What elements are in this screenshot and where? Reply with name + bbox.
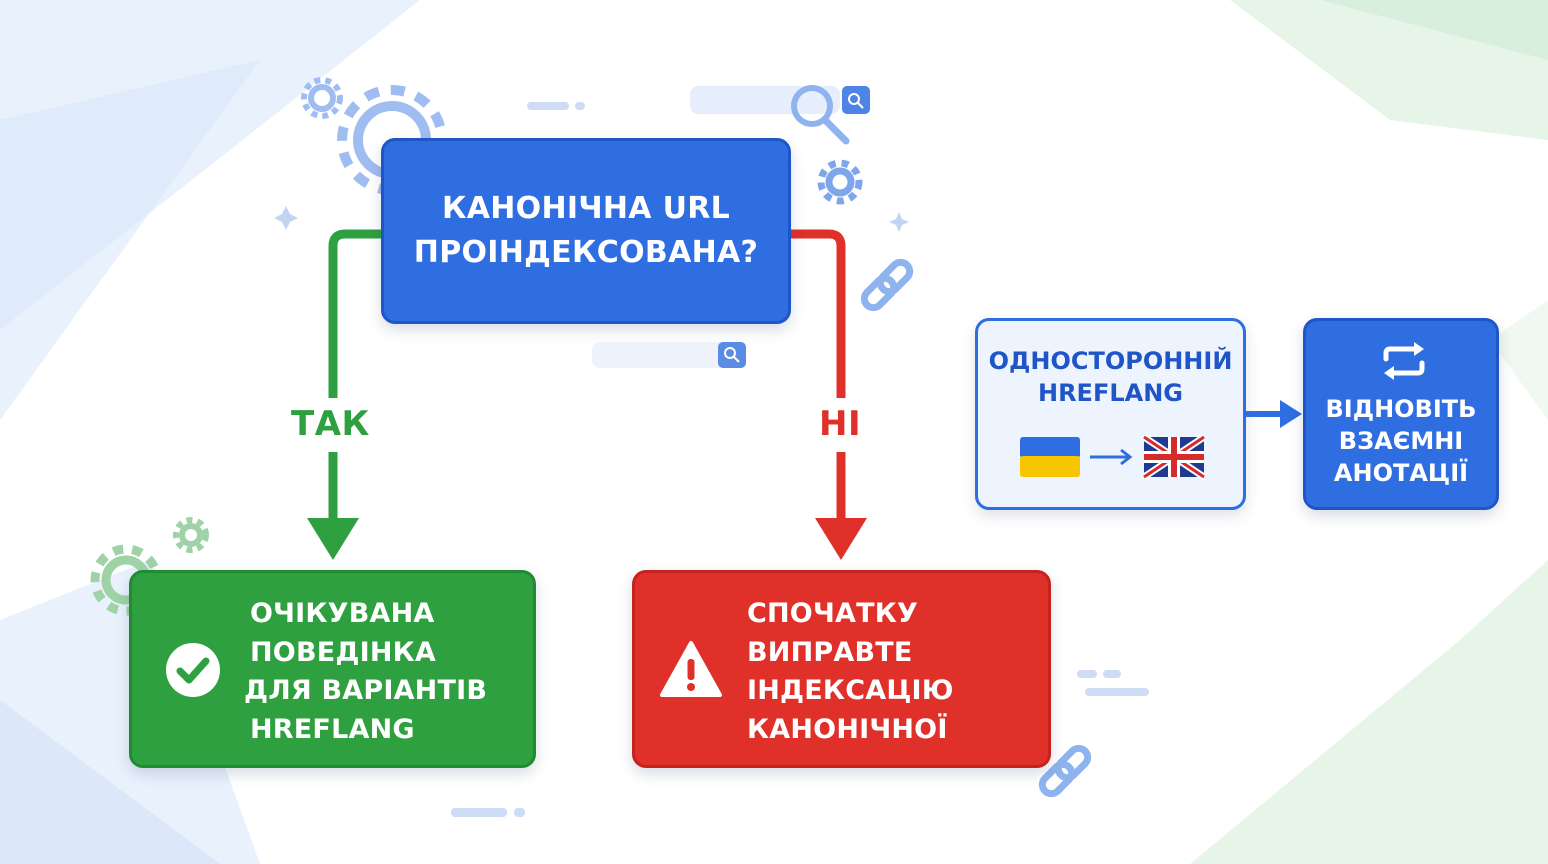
side-connector-arrow: [1246, 400, 1302, 428]
result-line: канонічної: [747, 713, 948, 745]
result-line: для варіантів: [244, 675, 488, 706]
action-line: анотації: [1333, 459, 1469, 487]
no-connector: [791, 229, 846, 524]
link-icon: [1038, 744, 1092, 798]
result-line: Спочатку: [747, 598, 918, 629]
action-line: Відновіть: [1325, 395, 1477, 423]
uk-flag-icon: [1142, 435, 1206, 480]
result-line: виправте: [747, 636, 913, 668]
yes-connector: [328, 229, 381, 524]
result-line: індексацію: [747, 675, 954, 706]
expected-behavior-box: Очікувана поведінка для варіантів hrefla…: [129, 570, 536, 768]
fix-indexing-box: Спочатку виправте індексацію канонічної: [632, 570, 1051, 768]
search-bar-icon: [592, 342, 746, 368]
yes-label: ТАК: [291, 404, 370, 444]
restore-annotations-box: Відновіть взаємні анотації: [1303, 318, 1499, 510]
swap-arrows-icon: [1383, 342, 1425, 380]
search-bar-icon: [690, 85, 870, 145]
title-line: Односторонній: [988, 347, 1233, 375]
dash-lines-icon: [451, 102, 1149, 817]
gear-icon: [301, 77, 343, 119]
warning-triangle-icon: [660, 641, 722, 697]
restore-annotations-text: Відновіть взаємні анотації: [1306, 393, 1496, 489]
one-way-hreflang-title: Односторонній hreflang: [978, 345, 1243, 409]
result-line: hreflang: [250, 713, 415, 745]
sparkle-icon: [274, 206, 909, 232]
action-line: взаємні: [1338, 427, 1464, 455]
question-line: Канонічна URL: [441, 191, 731, 226]
gear-icon: [817, 159, 863, 205]
no-arrowhead: [815, 518, 867, 560]
result-line: Очікувана: [250, 598, 435, 629]
yes-arrowhead: [307, 518, 359, 560]
link-icon: [860, 258, 914, 312]
result-line: поведінка: [250, 636, 437, 668]
question-line: проіндексована?: [413, 235, 759, 270]
gear-icon: [173, 517, 209, 553]
title-line: hreflang: [1037, 379, 1183, 407]
right-arrow-icon: [1090, 448, 1133, 466]
question-box: Канонічна URL проіндексована?: [381, 138, 791, 324]
fix-indexing-text: Спочатку виправте індексацію канонічної: [747, 595, 954, 749]
check-circle-icon: [166, 643, 220, 697]
flags-row: [1020, 435, 1206, 480]
ukraine-flag-icon: [1020, 437, 1080, 477]
question-text: Канонічна URL проіндексована?: [414, 187, 758, 275]
one-way-hreflang-box: Односторонній hreflang: [975, 318, 1246, 510]
no-label: НІ: [819, 404, 862, 444]
expected-behavior-text: Очікувана поведінка для варіантів hrefla…: [244, 595, 487, 749]
